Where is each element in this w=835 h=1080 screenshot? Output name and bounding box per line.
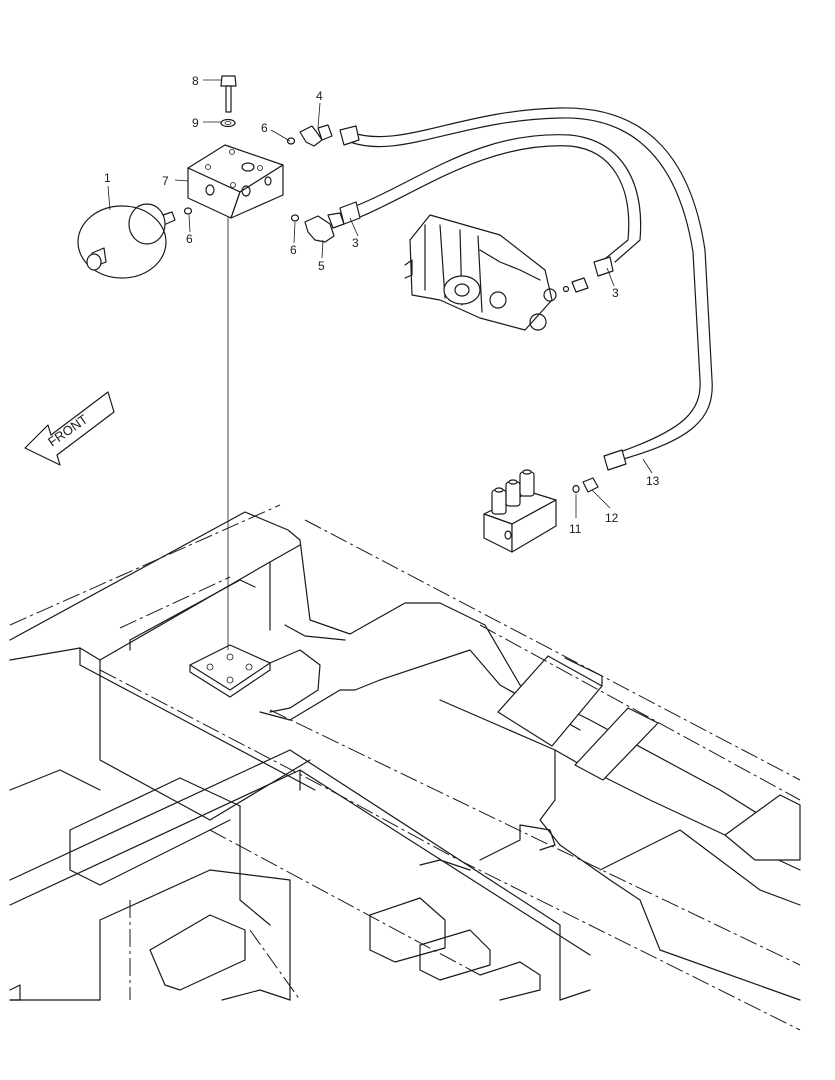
solenoid-valve-block <box>483 469 557 553</box>
adapter-fitting <box>582 477 599 493</box>
washer <box>220 118 236 128</box>
o-ring <box>572 484 580 494</box>
hydraulic-pump <box>404 214 589 331</box>
callout-3: 3 <box>612 286 619 300</box>
manifold-block <box>187 144 284 219</box>
callout-labels: 1 3 3 4 5 6 6 6 7 8 9 11 12 13 <box>104 74 660 536</box>
elbow-fitting-upper <box>299 124 333 147</box>
callout-8: 8 <box>192 74 199 88</box>
callout-9: 9 <box>192 116 199 130</box>
callout-5: 5 <box>318 259 325 273</box>
accumulator <box>77 203 176 279</box>
callout-6: 6 <box>290 243 297 257</box>
front-direction-arrow: FRONT <box>24 391 115 466</box>
callout-7: 7 <box>162 174 169 188</box>
callout-11: 11 <box>569 522 582 536</box>
callout-6: 6 <box>186 232 193 246</box>
callout-3: 3 <box>352 236 359 250</box>
o-ring <box>286 137 296 145</box>
o-ring <box>290 214 300 222</box>
chassis-frame <box>9 504 801 1031</box>
elbow-fitting-lower <box>304 212 345 243</box>
hose-upper <box>339 107 713 471</box>
callout-4: 4 <box>316 89 323 103</box>
callout-12: 12 <box>605 511 619 525</box>
callout-6: 6 <box>261 121 268 135</box>
callout-13: 13 <box>646 474 660 488</box>
leader-lines <box>107 79 653 518</box>
callout-1: 1 <box>104 171 111 185</box>
o-ring <box>183 207 193 215</box>
bolt <box>220 75 237 113</box>
